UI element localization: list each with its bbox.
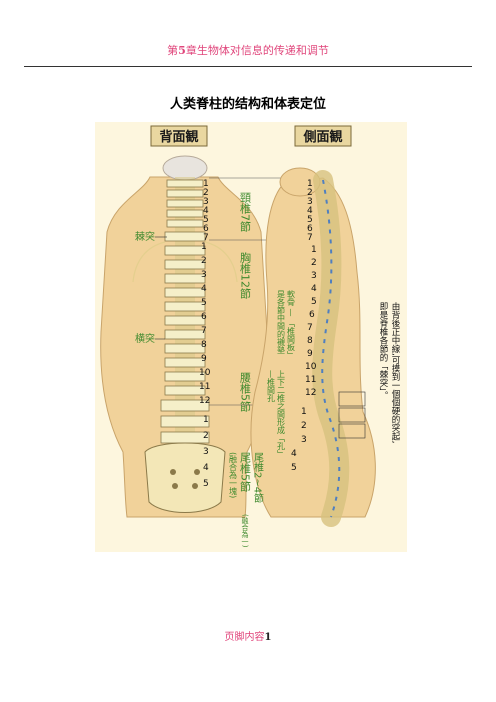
coccyx-note: (融合為一): [241, 514, 249, 548]
document-title: 人类脊柱的结构和体表定位: [169, 97, 326, 112]
right-note-a: 由背後正中線,可摸到一個個硬的突起,: [390, 301, 400, 443]
back-thoracic-8: 8: [201, 340, 207, 350]
back-view-heading: 背面観: [159, 129, 198, 145]
side-lumbar-2: 2: [301, 421, 307, 431]
side-lumbar-3: 3: [301, 435, 307, 445]
side-cervical-4: 4: [307, 206, 313, 216]
disc-label-b: 是各節中間的襯墊: [277, 290, 286, 354]
intervertebral-discs: [321, 179, 341, 518]
page-footer: 页脚内容1: [0, 628, 496, 643]
transverse-process-label: 横突: [135, 332, 155, 345]
footer-page-number: 1: [264, 632, 272, 643]
side-thoracic-5: 5: [311, 297, 317, 307]
side-cervical-3: 3: [307, 197, 313, 207]
back-lumbar-5: 5: [203, 479, 209, 489]
right-note-b: 即是脊椎各節的「棘突」。: [378, 302, 388, 400]
back-cervical-4: 4: [203, 206, 209, 216]
back-cervical-7: 7: [203, 233, 209, 243]
footer-text: 页脚内容: [224, 632, 265, 643]
back-thoracic-1: 1: [201, 242, 207, 252]
side-view-heading: 側面観: [302, 129, 342, 145]
back-cervical-3: 3: [203, 197, 209, 207]
header-chapter-number: 5: [178, 44, 186, 57]
back-cervical-5: 5: [203, 215, 209, 225]
sacral-region-note: (融合為一塊): [229, 452, 238, 498]
lumbar-region-label: 腰椎5節: [239, 372, 252, 413]
back-thoracic-11: 11: [199, 382, 210, 392]
back-cervical-1: 1: [203, 179, 209, 189]
side-thoracic-1: 1: [311, 245, 317, 255]
side-cervical-7: 7: [307, 233, 313, 243]
side-thoracic-11: 11: [305, 375, 316, 385]
header-text-before: 第: [167, 44, 179, 57]
foramen-label-b: —椎間孔: [267, 370, 276, 403]
back-thoracic-2: 2: [201, 256, 207, 266]
side-cervical-2: 2: [307, 188, 313, 198]
thoracic-region-label: 胸椎12節: [239, 251, 252, 300]
side-lumbar-4: 4: [291, 449, 297, 459]
page-header: 第5章生物体对信息的传递和调节: [0, 42, 496, 58]
back-lumbar-4: 4: [203, 463, 209, 473]
side-thoracic-8: 8: [307, 336, 313, 346]
side-cervical-6: 6: [307, 224, 313, 234]
spinous-process-label: 棘突: [135, 230, 155, 243]
side-thoracic-4: 4: [311, 284, 317, 294]
spine-anatomy-figure: 背面観: [95, 122, 407, 552]
header-text-after: 章生物体对信息的传递和调节: [185, 44, 329, 57]
side-thoracic-9: 9: [307, 349, 313, 359]
side-lumbar-5: 5: [291, 463, 297, 473]
spine-anatomy-illustration: 背面観: [100, 125, 400, 548]
side-thoracic-12: 12: [305, 388, 316, 398]
header-divider: [24, 66, 472, 67]
side-lumbar-1: 1: [301, 407, 307, 417]
side-thoracic-7: 7: [307, 323, 313, 333]
sacral-region-label: 尾椎5節: [239, 452, 252, 493]
disc-label-a: 軟骨 — 「椎間板」: [287, 289, 296, 359]
foramen-label-a: 上下二椎之間形成「孔」: [277, 370, 286, 458]
side-cervical-5: 5: [307, 215, 313, 225]
back-thoracic-12: 12: [199, 396, 210, 406]
back-spine-column: [132, 177, 238, 513]
back-lumbar-1: 1: [203, 415, 209, 425]
back-thoracic-5: 5: [201, 298, 207, 308]
side-cervical-1: 1: [307, 179, 313, 189]
side-thoracic-3: 3: [311, 271, 317, 281]
coccyx-label: 尾椎2~4節: [252, 452, 264, 504]
back-thoracic-7: 7: [201, 326, 207, 336]
cervical-region-label: 頸椎7節: [239, 192, 252, 233]
side-thoracic-2: 2: [311, 258, 317, 268]
side-thoracic-6: 6: [309, 310, 315, 320]
back-lumbar-2: 2: [203, 431, 209, 441]
back-thoracic-4: 4: [201, 284, 207, 294]
back-thoracic-3: 3: [201, 270, 207, 280]
back-thoracic-9: 9: [201, 354, 207, 364]
side-thoracic-10: 10: [305, 362, 317, 372]
back-cervical-6: 6: [203, 224, 209, 234]
back-thoracic-10: 10: [199, 368, 211, 378]
back-thoracic-6: 6: [201, 312, 207, 322]
back-cervical-2: 2: [203, 188, 209, 198]
back-lumbar-3: 3: [203, 447, 209, 457]
